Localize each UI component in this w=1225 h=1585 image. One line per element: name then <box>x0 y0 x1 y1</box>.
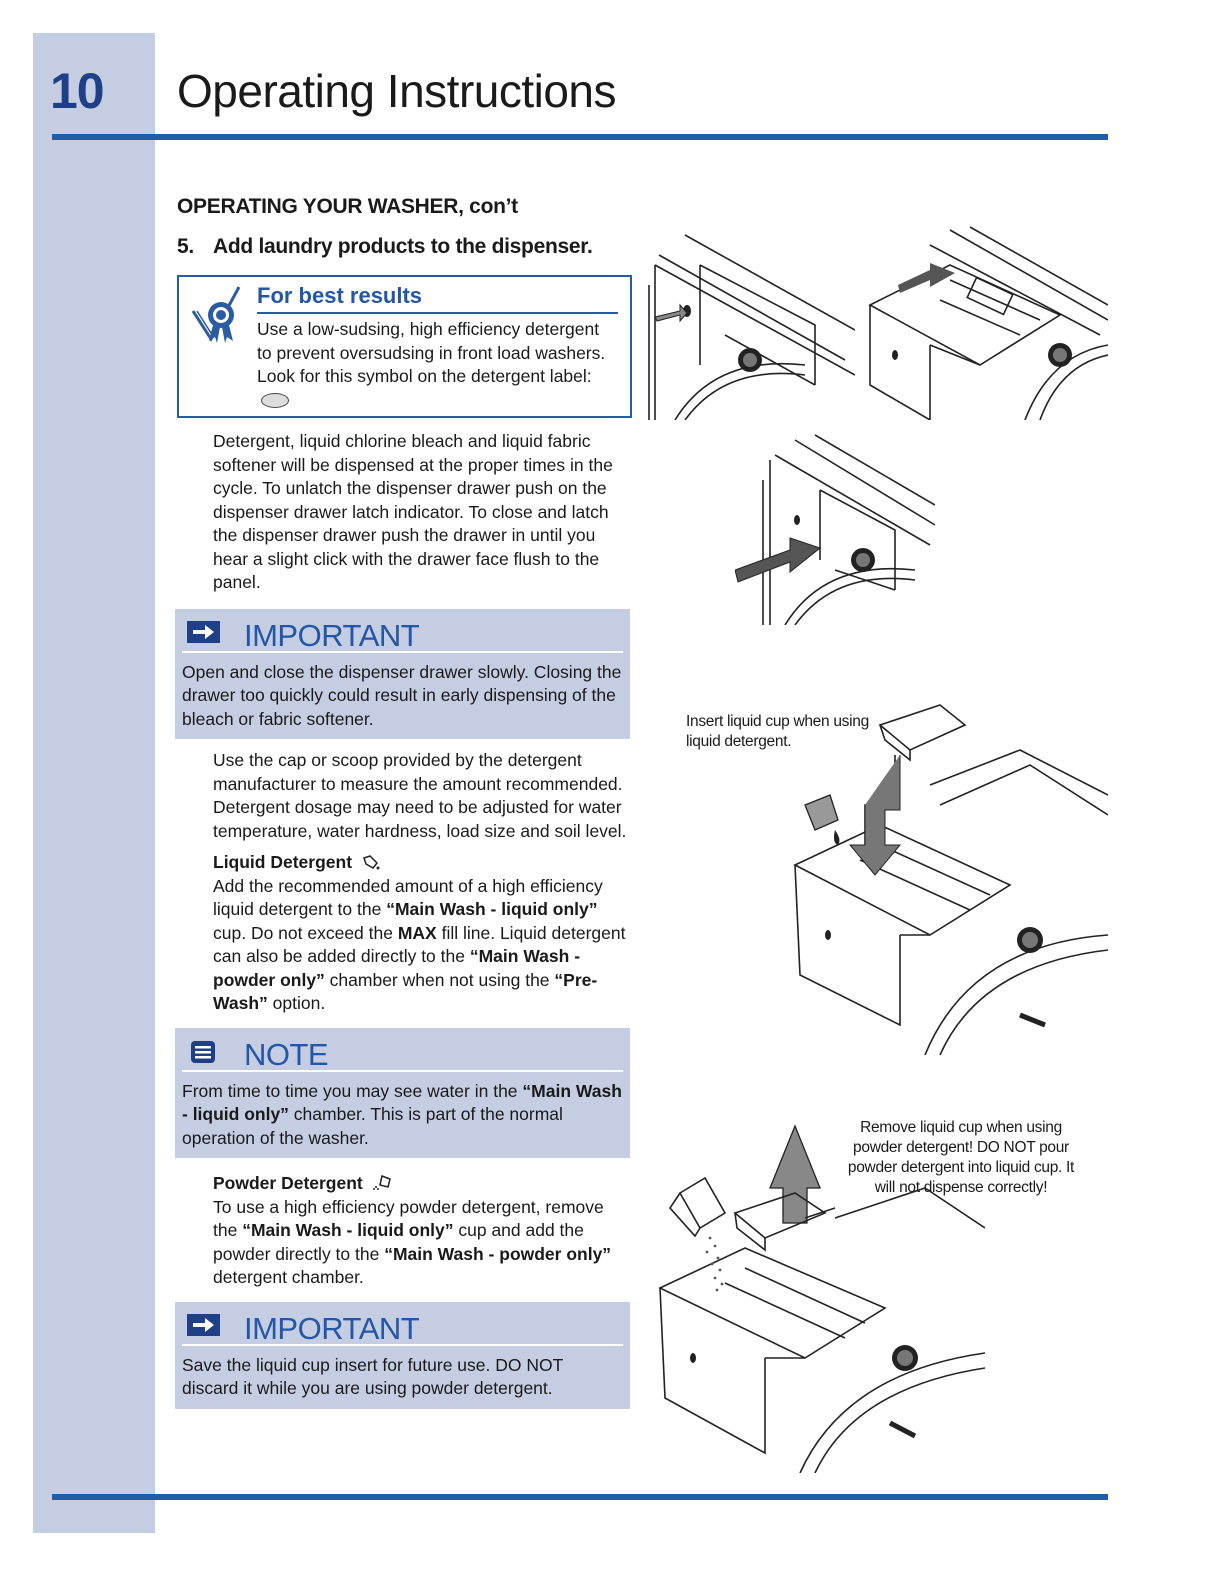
note-bold-1: “Main Wash - liquid only” <box>182 1080 622 1125</box>
liquid-bold-1: “Main Wash - liquid only” <box>386 899 598 919</box>
important-title-1: IMPORTANT <box>244 617 420 653</box>
liquid-detergent-icon <box>362 855 380 870</box>
step-number: 5. <box>177 235 194 258</box>
drawer-close-illustration <box>735 434 935 625</box>
important-header-2: IMPORTANT <box>182 1308 623 1346</box>
note-text: From time to time you may see water in t… <box>182 1080 623 1151</box>
liquid-detergent-heading: Liquid Detergent <box>213 852 353 872</box>
powder-caption: Remove liquid cup when using powder dete… <box>847 1119 1075 1196</box>
powder-bold-1: “Main Wash - liquid only” <box>242 1220 454 1240</box>
important-callout-1: IMPORTANT Open and close the dispenser d… <box>175 608 630 739</box>
push-latch-illustration <box>648 234 855 420</box>
footer-rule <box>52 1494 1108 1500</box>
note-text-2: chamber. This is part of the normal oper… <box>182 1104 563 1148</box>
best-results-title: For best results <box>257 283 618 314</box>
step-text: Add laundry products to the dispenser. <box>213 235 593 258</box>
note-icon <box>191 1040 215 1063</box>
page-title: Operating Instructions <box>177 65 617 117</box>
note-title: NOTE <box>244 1036 329 1072</box>
text-column: OPERATING YOUR WASHER, con’t 5. Add laund… <box>175 195 632 1409</box>
best-results-text: Use a low-sudsing, high efficiency deter… <box>257 318 618 412</box>
important-header-1: IMPORTANT <box>182 615 623 653</box>
note-callout: NOTE From time to time you may see water… <box>175 1027 630 1158</box>
dosage-paragraph: Use the cap or scoop provided by the det… <box>213 750 627 841</box>
header-rule <box>52 134 1108 140</box>
important-callout-2: IMPORTANT Save the liquid cup insert for… <box>175 1301 630 1409</box>
note-header: NOTE <box>182 1034 623 1072</box>
note-text-1: From time to time you may see water in t… <box>182 1080 523 1101</box>
liquid-bold-2: MAX <box>397 922 437 943</box>
powder-bold-2: “Main Wash - powder only” <box>384 1243 612 1264</box>
powder-text-1: To use a high efficiency powder detergen… <box>213 1196 604 1241</box>
checkmark-ribbon-icon <box>191 286 241 343</box>
important-title-2: IMPORTANT <box>244 1310 420 1346</box>
arrow-right-icon <box>187 620 220 643</box>
page-number: 10 <box>50 63 105 119</box>
arrow-right-icon <box>187 1313 220 1336</box>
best-results-body: Use a low-sudsing, high efficiency deter… <box>257 319 606 386</box>
powder-detergent-illustration <box>658 1124 985 1473</box>
powder-detergent-section: Powder Detergent To use a high efficienc… <box>177 1172 632 1290</box>
liquid-bold-3: “Main Wash - powder only” <box>213 946 581 990</box>
best-results-box: For best results Use a low-sudsing, high… <box>177 275 632 418</box>
he-detergent-symbol-icon <box>261 393 289 409</box>
liquid-text-4: chamber when not using the <box>324 969 555 990</box>
drawer-open-illustration <box>868 226 1108 420</box>
intro-paragraph: Detergent, liquid chlorine bleach and li… <box>213 431 613 592</box>
step-5: 5. Add laundry products to the dispenser. <box>177 235 632 259</box>
liquid-cup-illustration <box>793 704 1108 1055</box>
liquid-detergent-section: Liquid Detergent Add the recommended amo… <box>177 851 632 1016</box>
powder-text-3: detergent chamber. <box>213 1267 364 1287</box>
liquid-text-5: option. <box>267 993 326 1013</box>
liquid-text-3: fill line. Liquid detergent can also be … <box>213 922 626 967</box>
powder-text-2: cup and add the powder directly to the <box>213 1220 584 1264</box>
liquid-text-1: Add the recommended amount of a high eff… <box>213 875 603 920</box>
liquid-text-2: cup. Do not exceed the <box>213 922 398 943</box>
side-band <box>33 33 155 1533</box>
powder-detergent-icon <box>372 1174 391 1190</box>
important-text-2: Save the liquid cup insert for future us… <box>182 1354 563 1399</box>
section-heading: OPERATING YOUR WASHER, con’t <box>177 195 518 218</box>
powder-detergent-heading: Powder Detergent <box>213 1173 363 1193</box>
liquid-cup-caption: Insert liquid cup when using liquid dete… <box>686 713 869 750</box>
liquid-bold-4: “Pre-Wash” <box>213 969 598 1014</box>
important-text-1: Open and close the dispenser drawer slow… <box>182 661 622 729</box>
